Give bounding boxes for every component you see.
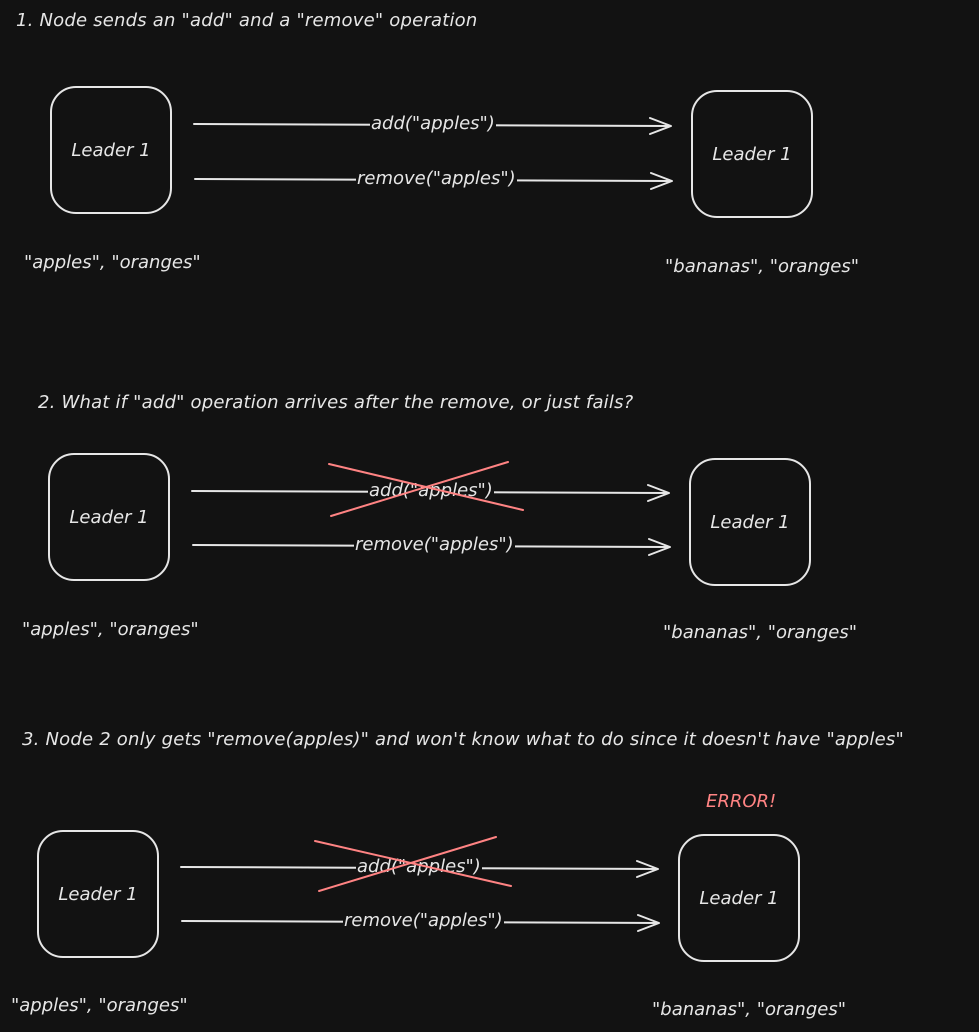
scenario-3-remove-label: remove("apples") [343,910,504,931]
node-label: Leader 1 [69,506,149,528]
scenario-2-right-state: "bananas", "oranges" [663,622,858,643]
scenario-1-right-state: "bananas", "oranges" [665,256,860,277]
scenario-1-right-node: Leader 1 [691,90,813,218]
scenario-2-remove-label: remove("apples") [354,534,515,555]
scenario-2-heading: 2. What if "add" operation arrives after… [38,392,634,413]
scenario-2-left-node: Leader 1 [48,453,170,581]
scenario-3-left-state: "apples", "oranges" [11,995,188,1016]
scenario-3-right-state: "bananas", "oranges" [652,999,847,1020]
node-label: Leader 1 [710,511,790,533]
scenario-2-cross-mark [328,461,524,517]
node-label: Leader 1 [712,143,792,165]
scenario-1-remove-label: remove("apples") [356,168,517,189]
scenario-1-add-label: add("apples") [370,113,496,134]
scenario-1-left-node: Leader 1 [50,86,172,214]
scenario-1-heading: 1. Node sends an "add" and a "remove" op… [16,10,478,31]
scenario-1-left-state: "apples", "oranges" [24,252,201,273]
error-label: ERROR! [706,791,777,812]
node-label: Leader 1 [71,139,151,161]
scenario-3-heading: 3. Node 2 only gets "remove(apples)" and… [22,729,904,750]
scenario-2-right-node: Leader 1 [689,458,811,586]
scenario-2-left-state: "apples", "oranges" [22,619,199,640]
scenario-3-left-node: Leader 1 [37,830,159,958]
node-label: Leader 1 [699,887,779,909]
node-label: Leader 1 [58,883,138,905]
scenario-3-cross-mark [314,836,512,892]
scenario-3-right-node: Leader 1 [678,834,800,962]
